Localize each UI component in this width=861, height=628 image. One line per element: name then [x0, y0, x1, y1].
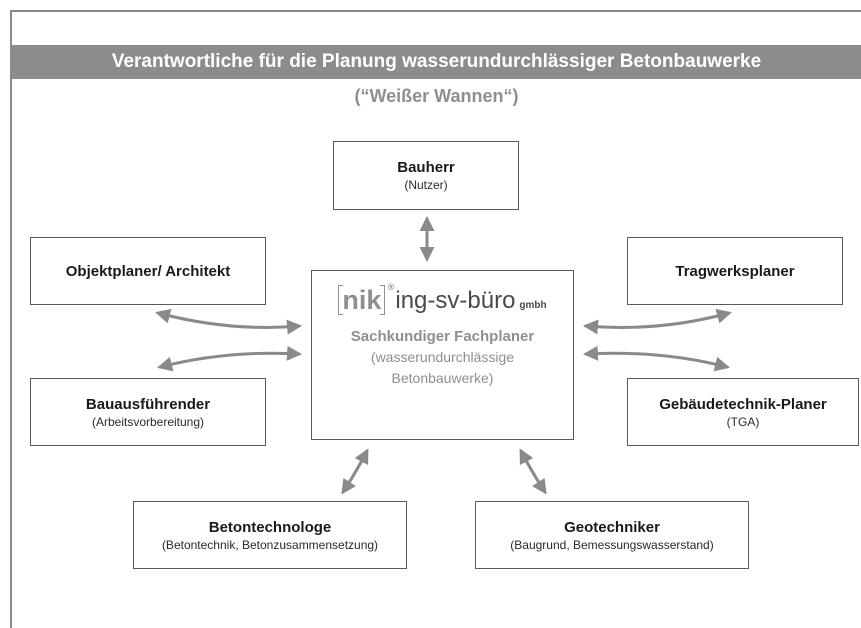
node-bauherr-label: Bauherr	[397, 159, 455, 176]
logo-suffix: gmbh	[519, 300, 547, 311]
arrow-beton-center	[341, 448, 369, 495]
node-gebaeudetechnik-sub: (TGA)	[726, 414, 760, 429]
logo-text: ing-sv-büro	[395, 287, 516, 314]
node-betontechnologe: Betontechnologe (Betontechnik, Betonzusa…	[133, 501, 407, 569]
node-sachkundiger-fachplaner: nik® ing-sv-büro gmbh Sachkundiger Fachp…	[311, 270, 574, 440]
node-objektplaner-label: Objektplaner/ Architekt	[65, 262, 231, 280]
arrow-objekt-center	[155, 308, 302, 335]
center-sub-line1: (wasserundurchlässige	[370, 349, 515, 365]
node-geotechniker: Geotechniker (Baugrund, Bemessungswasser…	[475, 501, 749, 569]
center-label: Sachkundiger Fachplaner	[350, 328, 535, 345]
diagram-title: Verantwortliche für die Planung wasserun…	[12, 45, 861, 79]
frame-left-border	[10, 10, 12, 628]
company-logo: nik® ing-sv-büro gmbh	[338, 282, 547, 315]
node-bauherr: Bauherr (Nutzer)	[333, 141, 519, 210]
node-objektplaner: Objektplaner/ Architekt	[30, 237, 266, 305]
node-geotechniker-sub: (Baugrund, Bemessungswasserstand)	[510, 537, 714, 552]
node-gebaeudetechnik: Gebäudetechnik-Planer (TGA)	[627, 378, 859, 446]
center-sub-line2: Betonbauwerke)	[391, 370, 494, 386]
node-geotechniker-label: Geotechniker	[564, 518, 660, 536]
frame-top-border	[10, 10, 861, 12]
node-betontechnologe-sub: (Betontechnik, Betonzusammensetzung)	[161, 537, 379, 552]
arrow-geo-center	[519, 448, 547, 495]
node-gebaeudetechnik-label: Gebäudetechnik-Planer	[659, 395, 827, 413]
arrow-gebaeude-center	[583, 345, 730, 372]
diagram-subtitle: (“Weißer Wannen“)	[354, 86, 519, 106]
arrow-trag-center	[583, 308, 732, 335]
node-bauausfuehrender-sub: (Arbeitsvorbereitung)	[91, 414, 205, 429]
node-tragwerksplaner: Tragwerksplaner	[627, 237, 843, 305]
arrow-bauaus-center	[157, 345, 302, 372]
node-bauherr-sub: (Nutzer)	[404, 178, 448, 192]
node-tragwerksplaner-label: Tragwerksplaner	[675, 262, 795, 280]
node-betontechnologe-label: Betontechnologe	[208, 518, 332, 536]
registered-mark-icon: ®	[387, 282, 395, 292]
logo-mark: nik®	[338, 282, 394, 315]
node-bauausfuehrender-label: Bauausführender	[85, 395, 211, 413]
node-bauausfuehrender: Bauausführender (Arbeitsvorbereitung)	[30, 378, 266, 446]
